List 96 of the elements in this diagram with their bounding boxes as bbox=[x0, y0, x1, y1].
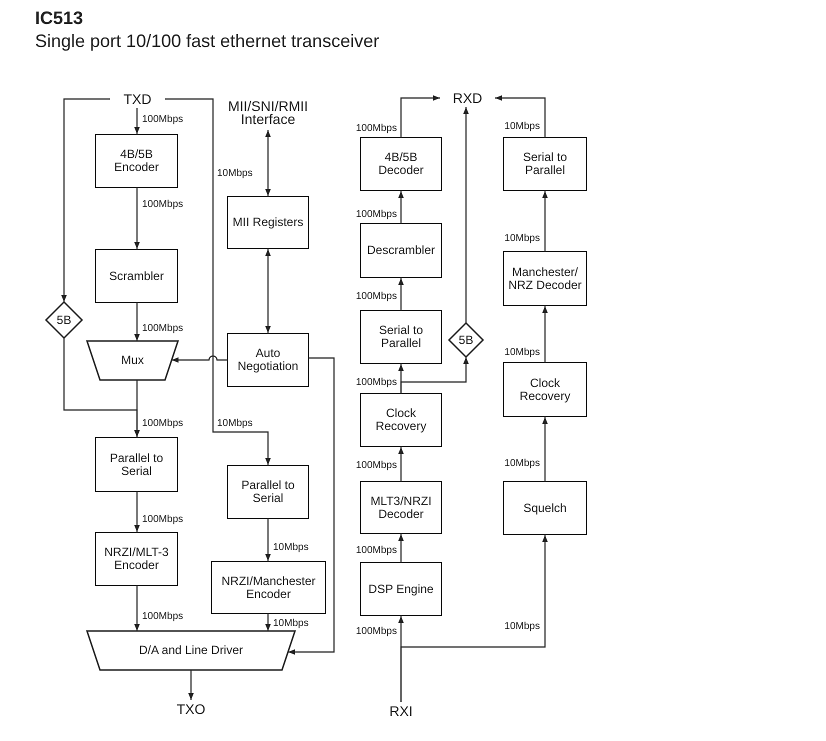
arrow bbox=[398, 534, 404, 562]
arrow bbox=[172, 355, 227, 363]
edge-label: 10Mbps bbox=[503, 121, 541, 133]
signal-label: RXI bbox=[384, 702, 418, 720]
block-label: 5B bbox=[458, 334, 474, 346]
arrow bbox=[400, 535, 548, 702]
block-label: Squelch bbox=[522, 502, 568, 514]
process-box bbox=[360, 137, 442, 191]
process-box bbox=[227, 196, 309, 249]
edge-label: 100Mbps bbox=[354, 209, 398, 221]
block-label: DSP Engine bbox=[367, 582, 435, 596]
arrow bbox=[61, 98, 110, 302]
edge-label: 100Mbps bbox=[141, 114, 184, 126]
process-box bbox=[503, 137, 587, 191]
block-label: MII Registers bbox=[232, 216, 304, 229]
process-box bbox=[503, 362, 587, 417]
process-box bbox=[360, 393, 442, 447]
edge-label: 100Mbps bbox=[141, 611, 184, 623]
arrow bbox=[134, 108, 140, 134]
arrow bbox=[265, 614, 271, 631]
edge-label: 10Mbps bbox=[503, 621, 541, 633]
arrow bbox=[400, 95, 440, 137]
block-label: Descrambler bbox=[366, 244, 436, 257]
block-label: Parallel to Serial bbox=[240, 479, 296, 505]
edge-label: 100Mbps bbox=[354, 460, 398, 472]
arrow bbox=[398, 278, 404, 310]
edge-label: 10Mbps bbox=[503, 233, 541, 245]
arrow bbox=[398, 447, 404, 481]
arrow bbox=[165, 98, 271, 465]
rate-label: 10Mbps bbox=[216, 418, 254, 430]
subtitle: Single port 10/100 fast ethernet transceiver bbox=[35, 31, 380, 52]
edge-label: 100Mbps bbox=[141, 199, 184, 211]
diagram-title: IC513 bbox=[35, 8, 84, 29]
process-box bbox=[360, 223, 442, 278]
edge-label: 10Mbps bbox=[503, 347, 541, 359]
signal-label: TXO bbox=[172, 700, 210, 718]
block-label: Serial to Parallel bbox=[378, 324, 424, 350]
arrow bbox=[400, 357, 469, 393]
signal-label: TXD bbox=[110, 90, 165, 108]
process-box bbox=[227, 333, 309, 387]
arrow bbox=[463, 107, 469, 323]
arrow bbox=[542, 191, 548, 251]
arrow bbox=[134, 586, 140, 631]
edge-label: 100Mbps bbox=[141, 418, 184, 430]
process-box bbox=[503, 481, 587, 535]
edge-label: 10Mbps bbox=[272, 618, 310, 630]
arrow bbox=[542, 306, 548, 362]
block-label: Manchester/ NRZ Decoder bbox=[507, 266, 583, 292]
process-box bbox=[95, 134, 178, 188]
block-label: Scrambler bbox=[108, 270, 165, 282]
edge-label: 100Mbps bbox=[354, 291, 398, 303]
arrow bbox=[134, 188, 140, 249]
arrow bbox=[398, 191, 404, 223]
arrow bbox=[542, 417, 548, 481]
block-label: NRZI/MLT-3 Encoder bbox=[103, 546, 170, 572]
process-box bbox=[360, 562, 442, 616]
process-box bbox=[227, 465, 309, 519]
edge-label: 100Mbps bbox=[141, 514, 184, 526]
arrow bbox=[495, 95, 546, 137]
process-box bbox=[360, 310, 442, 364]
arrow bbox=[265, 519, 271, 561]
block-label: Parallel to Serial bbox=[108, 452, 164, 478]
arrow bbox=[134, 303, 140, 341]
block-label: 4B/5B Encoder bbox=[113, 148, 160, 174]
process-box bbox=[503, 251, 587, 306]
block-label: Clock Recovery bbox=[374, 407, 428, 433]
process-box bbox=[360, 481, 442, 534]
arrow bbox=[265, 130, 271, 196]
block-label: Clock Recovery bbox=[518, 376, 572, 402]
edge-label: 100Mbps bbox=[354, 377, 398, 389]
edge-label: 100Mbps bbox=[354, 123, 398, 135]
signal-label: RXD bbox=[440, 89, 495, 107]
process-box bbox=[211, 561, 326, 614]
block-label: Serial to Parallel bbox=[522, 151, 568, 177]
edge-label: 100Mbps bbox=[354, 545, 398, 557]
process-box bbox=[95, 437, 178, 492]
edge-label: 10Mbps bbox=[272, 542, 310, 554]
arrow bbox=[188, 670, 194, 700]
edge-label: 100Mbps bbox=[354, 626, 398, 638]
block-label: Mux bbox=[120, 354, 145, 367]
edge-label: 10Mbps bbox=[503, 458, 541, 470]
edge-label: 10Mbps bbox=[216, 168, 254, 180]
arrow bbox=[134, 492, 140, 532]
arrow bbox=[63, 338, 140, 437]
block-label: MLT3/NRZI Decoder bbox=[369, 494, 433, 520]
block-label: Auto Negotiation bbox=[236, 347, 300, 373]
process-box bbox=[95, 532, 178, 586]
arrow bbox=[288, 357, 335, 655]
block-label: D/A and Line Driver bbox=[138, 644, 244, 657]
arrow bbox=[265, 249, 271, 333]
edge-label: 100Mbps bbox=[141, 323, 184, 335]
block-label: 5B bbox=[56, 314, 72, 326]
block-label: 4B/5B Decoder bbox=[377, 151, 425, 177]
block-label: NRZI/Manchester Encoder bbox=[220, 574, 317, 600]
process-box bbox=[95, 249, 178, 303]
signal-label: MII/SNI/RMII Interface bbox=[222, 96, 314, 130]
